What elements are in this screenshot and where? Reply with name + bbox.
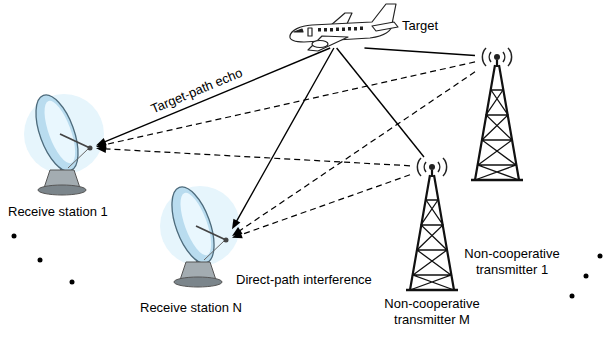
connector	[96, 62, 475, 148]
arrow-head	[96, 145, 106, 153]
solid-line	[103, 48, 330, 142]
transmitter: Non-cooperative transmitter 1	[475, 47, 519, 182]
dashed-line	[104, 62, 475, 145]
solid-line	[364, 48, 475, 56]
node-label: Target	[402, 18, 438, 34]
node-label: Non-cooperative transmitter M	[372, 296, 492, 328]
dashed-line	[240, 175, 410, 235]
tower-icon	[406, 158, 458, 290]
transmitter: Non-cooperative transmitter M	[410, 157, 454, 292]
node-label: Receive station 1	[8, 204, 108, 220]
connector	[232, 175, 410, 239]
connector	[364, 48, 475, 56]
node-label: Receive station N	[140, 300, 242, 316]
dish-icon	[160, 182, 240, 287]
solid-line	[337, 48, 424, 157]
annotation-label: Direct-path interference	[236, 272, 372, 288]
connector	[232, 72, 475, 236]
solid-line	[236, 48, 334, 222]
arrow-head	[232, 231, 243, 239]
node-label: Non-cooperative transmitter 1	[452, 246, 572, 278]
receive-station: Receive station N	[168, 180, 232, 286]
connector	[96, 48, 330, 146]
dashed-line	[104, 149, 410, 166]
ellipsis-dots	[12, 234, 603, 299]
edge-label: Target-path echo	[148, 65, 246, 118]
dashed-line	[239, 72, 475, 232]
connector	[337, 48, 424, 157]
tower-icon	[471, 48, 523, 180]
target-node: Target	[286, 2, 386, 48]
connector	[96, 145, 410, 166]
airplane-icon	[290, 4, 398, 51]
dish-icon	[24, 90, 104, 195]
receive-station: Receive station 1	[32, 88, 96, 194]
arrow-head	[232, 219, 240, 230]
